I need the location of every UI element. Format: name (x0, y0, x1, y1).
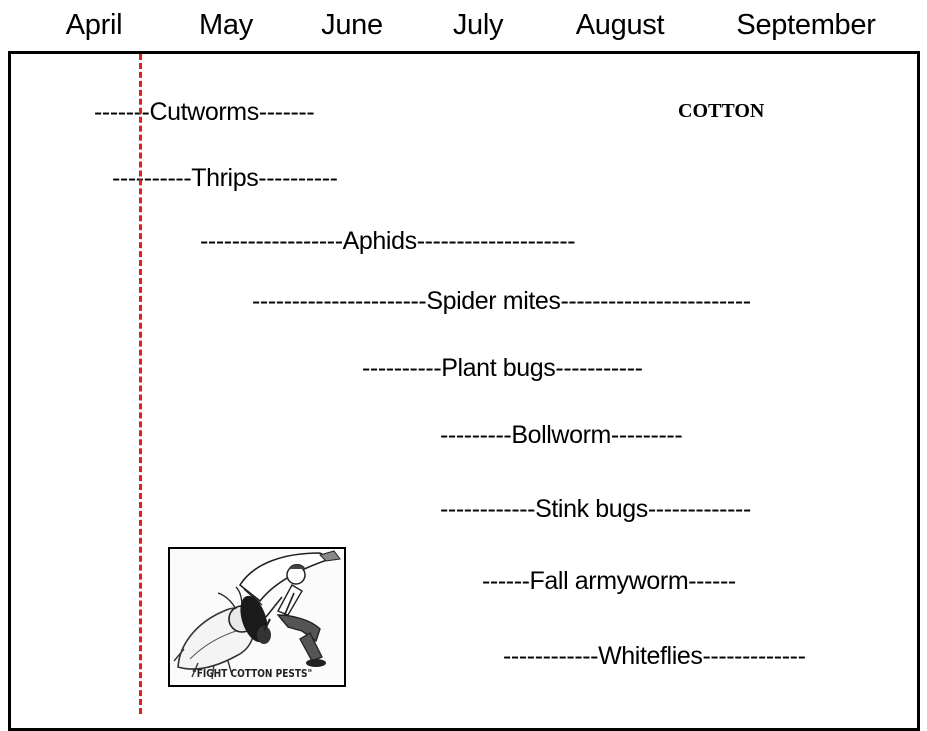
pest-row-stink-bugs: ------------Stink bugs------------- (440, 493, 751, 525)
month-july: July (453, 6, 503, 44)
month-september: September (736, 6, 875, 44)
crop-label: COTTON (678, 100, 764, 123)
timeline-frame (8, 51, 920, 731)
cartoon-caption: "FIGHT COTTON PESTS" (192, 667, 312, 680)
pest-row-cutworms: -------Cutworms------- (94, 96, 314, 128)
planting-date-line (139, 54, 142, 714)
pest-row-spider-mites: ----------------------Spider mites------… (252, 285, 751, 317)
pest-row-whiteflies: ------------Whiteflies------------- (503, 640, 806, 672)
month-august: August (576, 6, 665, 44)
pest-row-aphids: ------------------Aphids----------------… (200, 225, 575, 257)
month-june: June (321, 6, 383, 44)
pest-row-plant-bugs: ----------Plant bugs----------- (362, 352, 643, 384)
pest-row-thrips: ----------Thrips---------- (112, 162, 338, 194)
month-may: May (199, 6, 253, 44)
pest-row-fall-armyworm: ------Fall armyworm------ (482, 565, 736, 597)
fight-cotton-pests-cartoon: "FIGHT COTTON PESTS" (168, 547, 346, 687)
pest-row-bollworm: ---------Bollworm--------- (440, 419, 682, 451)
month-april: April (66, 6, 123, 44)
